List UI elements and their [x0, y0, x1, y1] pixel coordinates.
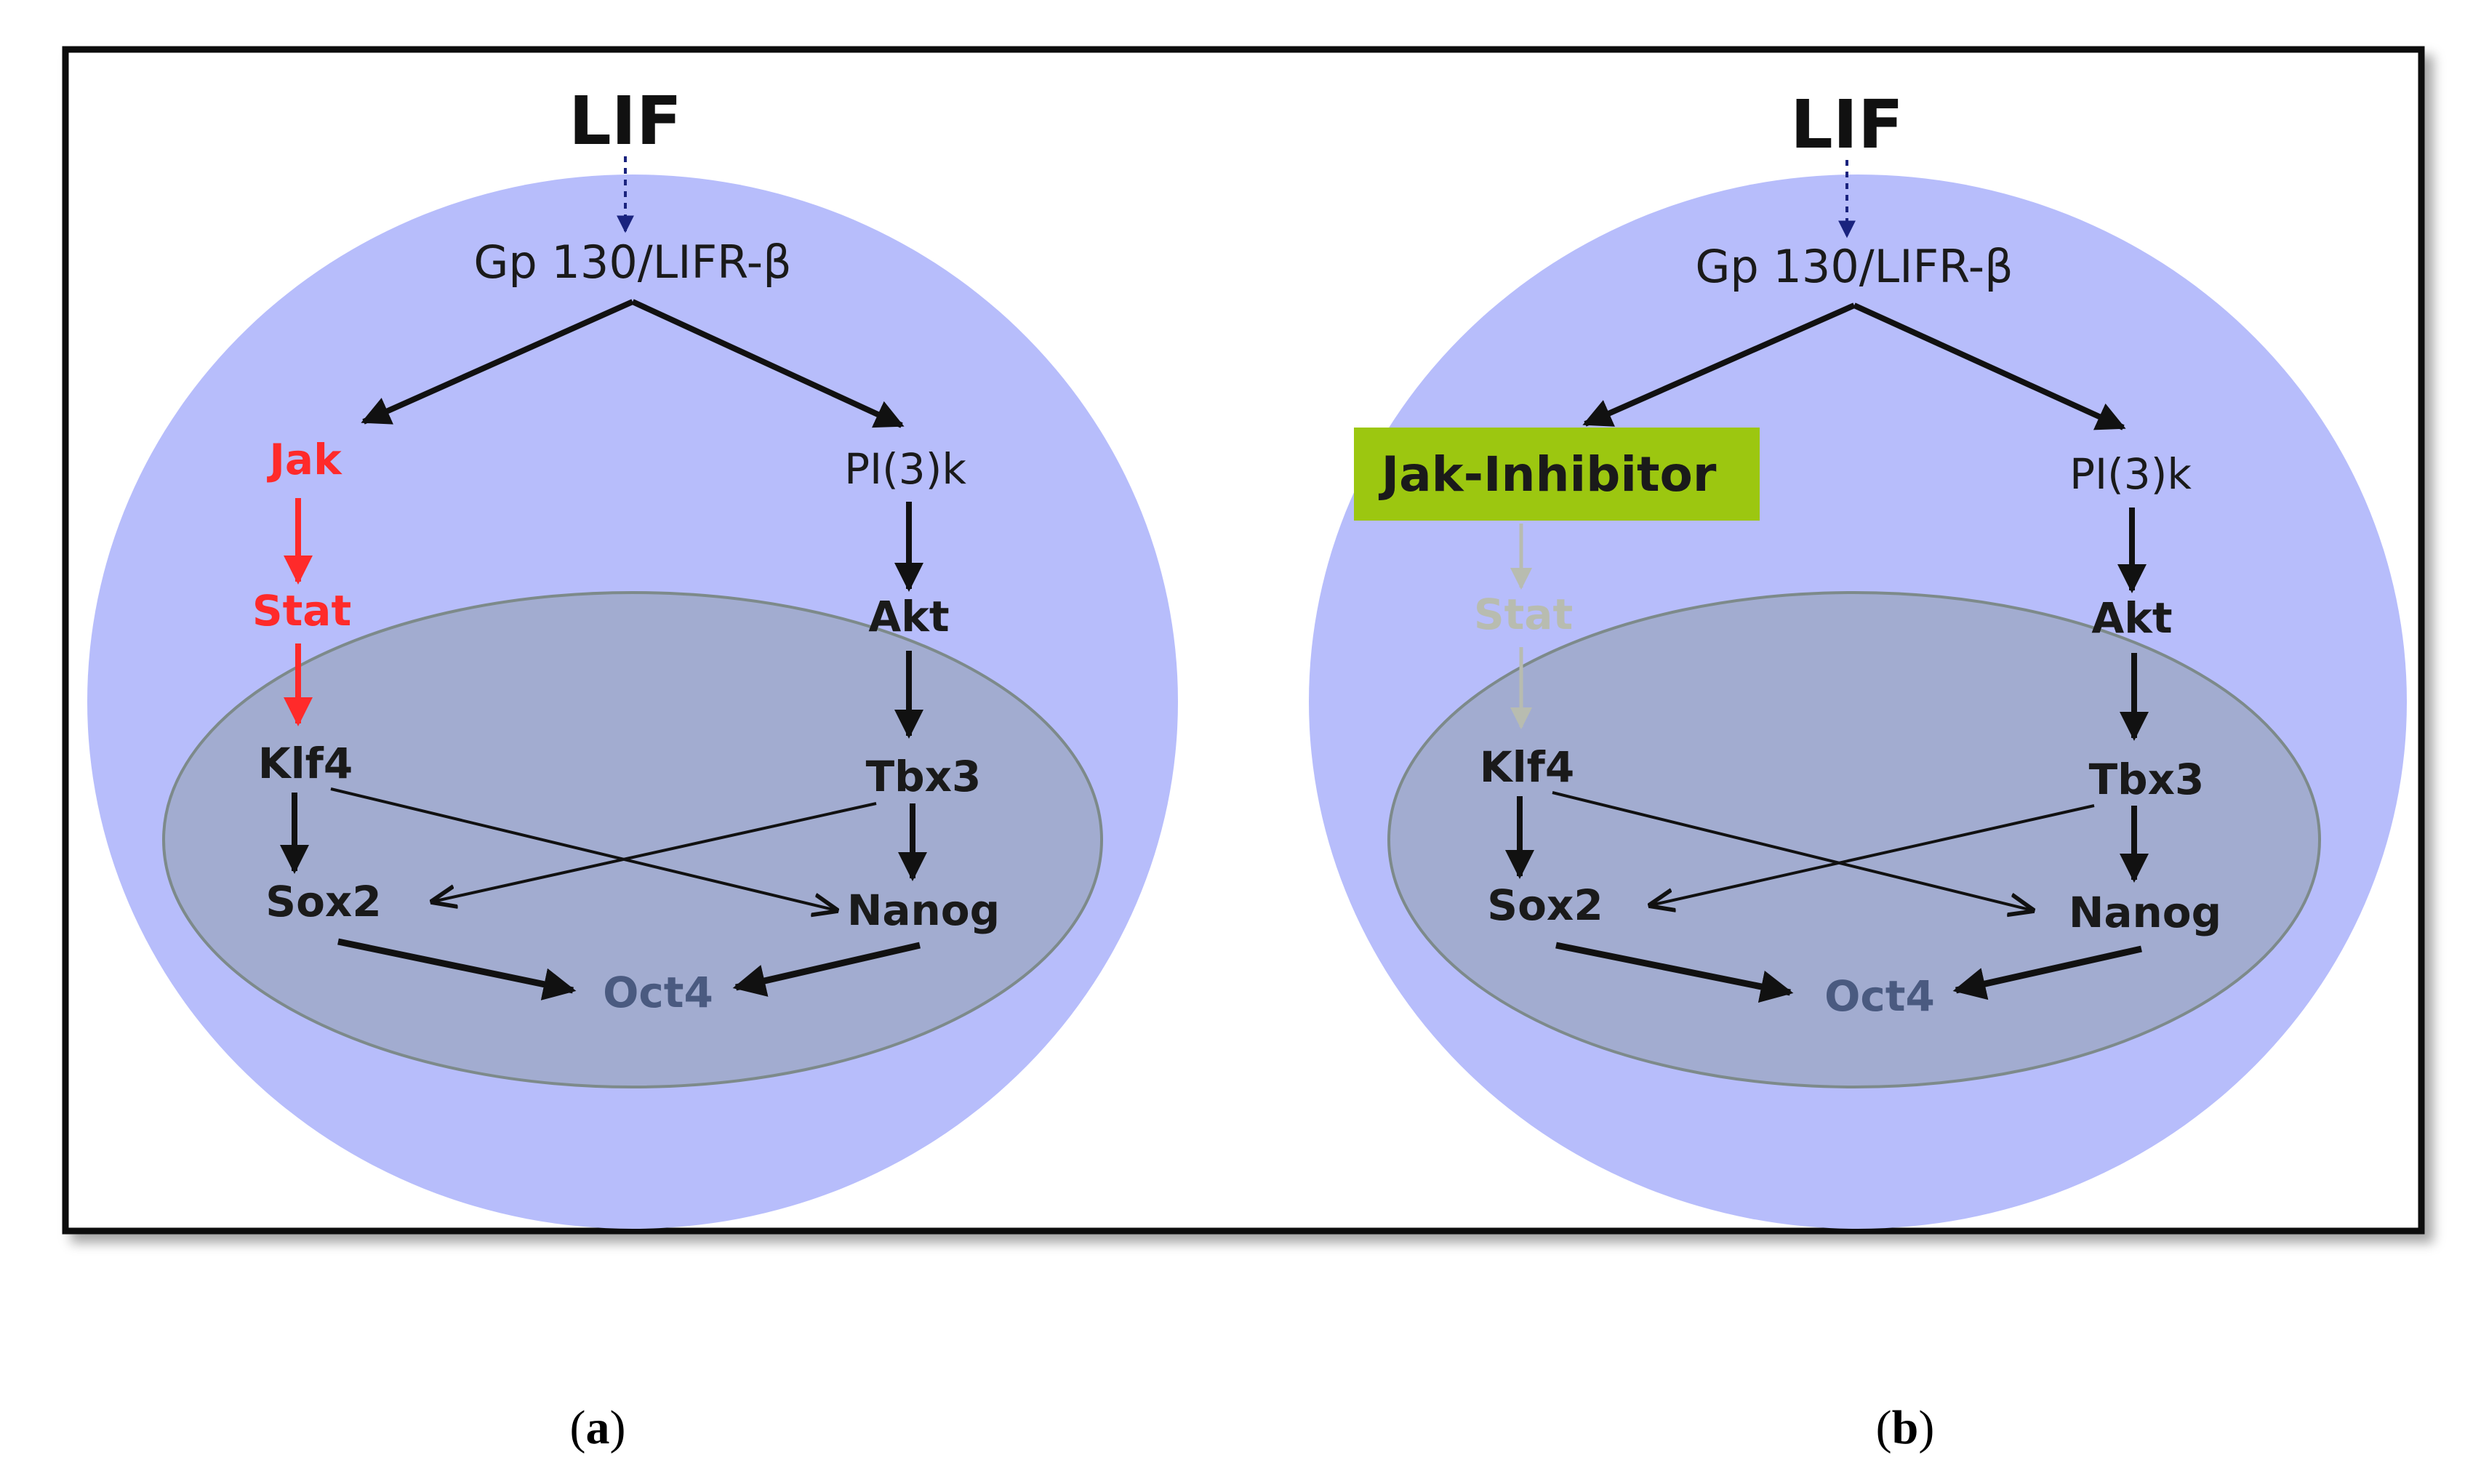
- receptor-to-pi3k-arrow: [631, 299, 905, 428]
- klf4-label: Klf4: [258, 739, 353, 788]
- receptor-label: Gp 130/LIFR-β: [473, 236, 791, 289]
- sox2-label: Sox2: [1487, 881, 1603, 930]
- oct4-label: Oct4: [1824, 971, 1935, 1021]
- klf4-label: Klf4: [1480, 742, 1574, 792]
- ligand-lif-label: LIF: [569, 82, 682, 160]
- receptor-label: Gp 130/LIFR-β: [1695, 240, 2013, 293]
- stat-label-inhibited: Stat: [1474, 590, 1573, 639]
- tbx3-to-sox2-arrow: [433, 802, 877, 902]
- receptor-to-pi3k-arrow: [1853, 302, 2126, 430]
- oct4-label: Oct4: [603, 968, 713, 1017]
- sox2-to-oct4-arrow: [337, 938, 577, 1000]
- caption-close-paren: ): [610, 1401, 626, 1454]
- jak-label: Jak: [266, 435, 342, 484]
- nanog-to-oct4-arrow: [732, 942, 921, 997]
- stat-label: Stat: [252, 586, 351, 635]
- klf4-to-nanog-arrow: [1552, 791, 2032, 910]
- panel-a-caption: (a): [570, 1401, 626, 1454]
- nucleus: [162, 591, 1103, 1088]
- tbx3-to-sox2-arrow: [1651, 804, 2095, 905]
- jak-inhibitor-label: Jak-Inhibitor: [1379, 446, 1717, 502]
- panel-a: LIF Gp 130/LIFR-β Jak Stat PI(3)k Akt Kl…: [87, 82, 1178, 1229]
- panel-b-caption: (b): [1876, 1401, 1935, 1454]
- ligand-lif-label: LIF: [1790, 86, 1904, 164]
- pi3k-label: PI(3)k: [2069, 449, 2192, 499]
- receptor-to-jak-arrow: [1582, 302, 1856, 427]
- klf4-to-nanog-arrow: [330, 787, 836, 910]
- pi3k-label: PI(3)k: [844, 444, 966, 494]
- sox2-to-oct4-arrow: [1555, 942, 1794, 1003]
- akt-label: Akt: [2091, 593, 2172, 643]
- caption-open-paren: (: [1876, 1401, 1892, 1454]
- nanog-to-oct4-arrow: [1952, 945, 2142, 1000]
- caption-letter: a: [586, 1401, 610, 1454]
- nanog-label: Nanog: [847, 886, 1000, 935]
- receptor-to-jak-arrow: [361, 299, 634, 425]
- caption-close-paren: ): [1918, 1401, 1934, 1454]
- akt-label: Akt: [868, 592, 949, 641]
- caption-letter: b: [1892, 1401, 1919, 1454]
- nanog-label: Nanog: [2069, 888, 2221, 937]
- jak-inhibitor-box: [1354, 428, 1760, 521]
- tbx3-label: Tbx3: [866, 752, 982, 801]
- tbx3-label: Tbx3: [2089, 755, 2205, 804]
- sox2-label: Sox2: [265, 877, 381, 926]
- caption-open-paren: (: [570, 1401, 586, 1454]
- panel-b: LIF Gp 130/LIFR-β Jak-Inhibitor Stat PI(…: [1309, 86, 2407, 1229]
